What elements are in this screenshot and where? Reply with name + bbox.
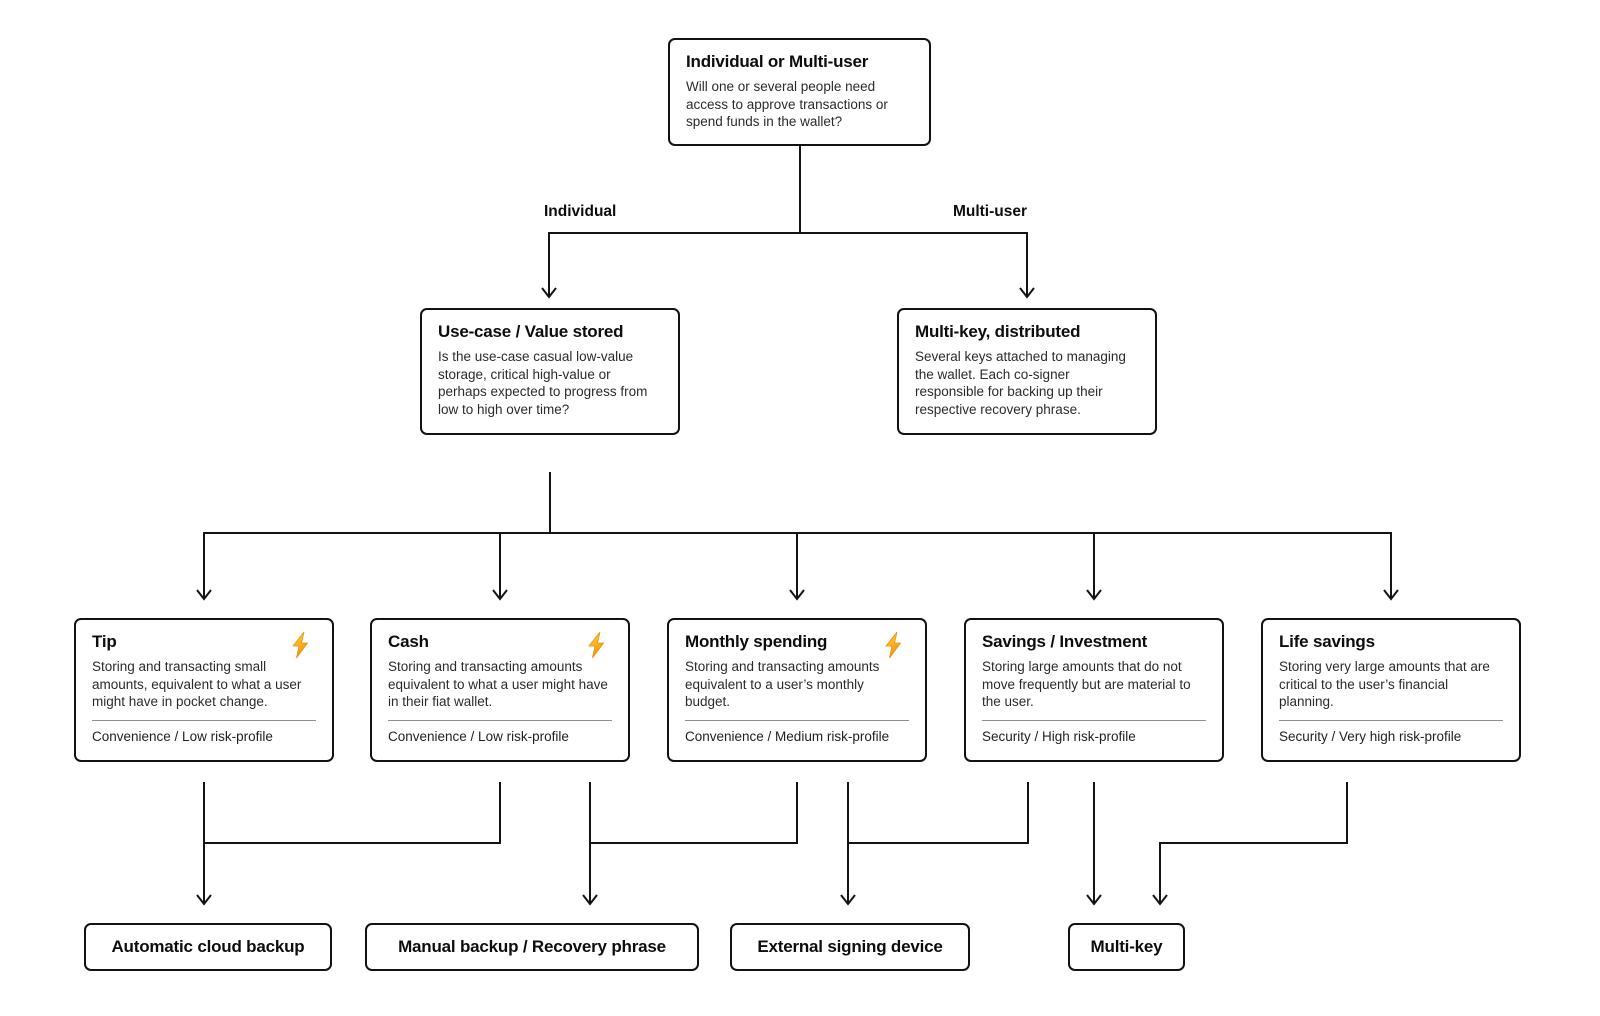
branch-label-multi-user: Multi-user [952,203,1027,220]
node-title: Individual or Multi-user [686,52,869,71]
node-savings-investment: Savings / Investment Storing large amoun… [964,618,1224,762]
risk-profile: Convenience / Low risk-profile [92,728,273,744]
node-use-case-value-stored: Use-case / Value stored Is the use-case … [420,308,680,435]
node-title: Savings / Investment [982,632,1148,651]
node-multi-key: Multi-key [1068,923,1185,971]
divider [1279,719,1503,721]
node-life-savings: Life savings Storing very large amounts … [1261,618,1521,762]
node-tip: Tip Storing and transacting small amount… [74,618,334,762]
branch-label-individual: Individual [544,203,617,220]
node-title: Use-case / Value stored [438,322,624,341]
divider [388,719,612,721]
node-cash: Cash Storing and transacting amounts equ… [370,618,630,762]
node-automatic-cloud-backup: Automatic cloud backup [84,923,332,971]
risk-profile: Convenience / Medium risk-profile [685,728,890,744]
node-description: Storing very large amounts that are crit… [1279,659,1490,709]
node-monthly-spending: Monthly spending Storing and transacting… [667,618,927,762]
node-individual-or-multi-user: Individual or Multi-user Will one or sev… [668,38,931,146]
divider [685,719,909,721]
node-description: Several keys attached to managing the wa… [915,349,1126,417]
node-description: Storing and transacting amounts equivale… [685,659,880,709]
node-title: Tip [92,632,117,651]
lightning-icon [883,631,903,659]
node-description: Is the use-case casual low-value storage… [438,349,648,417]
node-external-signing-device: External signing device [730,923,970,971]
node-title: Monthly spending [685,632,828,651]
risk-profile: Security / High risk-profile [982,728,1136,744]
lightning-icon [586,631,606,659]
node-multi-key-distributed: Multi-key, distributed Several keys atta… [897,308,1157,435]
node-description: Storing large amounts that do not move f… [982,659,1191,709]
lightning-icon [290,631,310,659]
node-manual-backup-recovery-phrase: Manual backup / Recovery phrase [365,923,699,971]
divider [982,719,1206,721]
node-title: Life savings [1279,632,1375,651]
node-title: Cash [388,632,429,651]
node-description: Storing and transacting small amounts, e… [92,659,302,709]
risk-profile: Security / Very high risk-profile [1279,728,1462,744]
node-title: Multi-key, distributed [915,322,1081,341]
divider [92,719,316,721]
node-description: Storing and transacting amounts equivale… [388,659,608,709]
risk-profile: Convenience / Low risk-profile [388,728,569,744]
node-description: Will one or several people need access t… [686,79,888,129]
